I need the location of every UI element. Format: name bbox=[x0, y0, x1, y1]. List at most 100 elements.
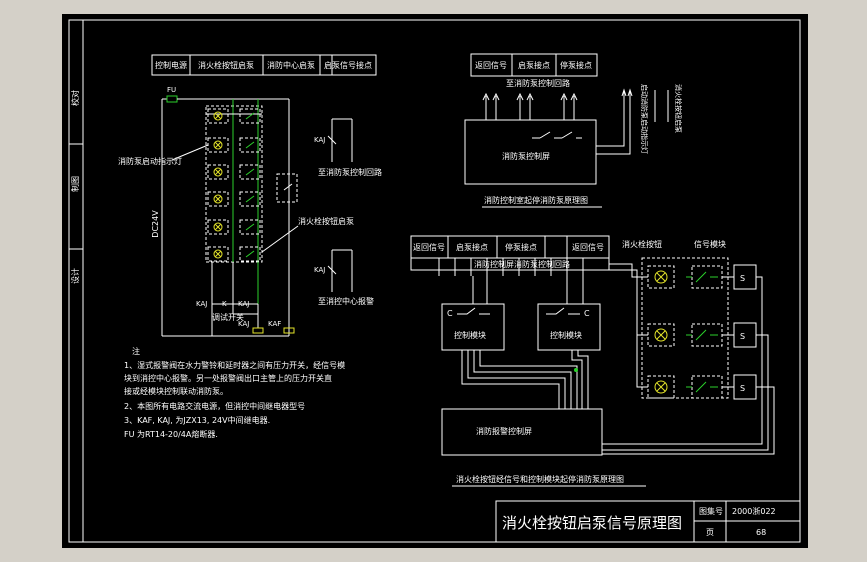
drawing-border bbox=[68, 19, 801, 543]
lamp-leader bbox=[171, 144, 209, 161]
row-4 bbox=[207, 191, 261, 207]
note-line-4: 2、本图所有电路交流电源，但消控中间继电器型号 bbox=[124, 401, 305, 411]
fuse-fu bbox=[166, 95, 178, 103]
c-label-right: C bbox=[584, 309, 590, 318]
rt-bus-label: 至消防泵控制回路 bbox=[506, 78, 570, 88]
vertical-label-indicator: 启动消防泵启动指示灯 bbox=[640, 84, 649, 154]
atlas-value: 2000浙022 bbox=[732, 506, 776, 516]
note-line-6: FU 为RT14-20/4A熔断器. bbox=[124, 429, 218, 439]
s-label-3: S bbox=[740, 384, 745, 393]
alarm-panel-label: 消防报警控制屏 bbox=[476, 426, 532, 436]
module-label-left: 控制模块 bbox=[454, 330, 486, 340]
drawing-title: 消火栓按钮启泵信号原理图 bbox=[502, 514, 682, 532]
page-value: 68 bbox=[756, 528, 766, 537]
drawing-canvas: 校对 制图 设计 控制电源 消火栓按钮启泵 消防中心启泵 启泵信号接点 FU D… bbox=[62, 14, 808, 548]
s-label-1: S bbox=[740, 274, 745, 283]
left-header-signal: 启泵信号接点 bbox=[324, 60, 372, 70]
k-label: K bbox=[222, 300, 227, 308]
module-label-right: 控制模块 bbox=[550, 330, 582, 340]
note-line-3: 接或经模块控制联动消防泵。 bbox=[124, 386, 228, 396]
rt-header-return: 返回信号 bbox=[475, 60, 507, 70]
unit-3: S bbox=[647, 374, 757, 400]
left-header-hydrant: 消火栓按钮启泵 bbox=[198, 60, 254, 70]
row-6 bbox=[207, 246, 261, 262]
row-1 bbox=[207, 108, 261, 124]
button-label: 消火栓按钮启泵 bbox=[298, 216, 354, 226]
left-header-table: 控制电源 消火栓按钮启泵 消防中心启泵 启泵信号接点 bbox=[151, 54, 377, 76]
button-leader bbox=[261, 225, 299, 253]
pump-control-label: 消防泵控制屏 bbox=[502, 151, 550, 161]
row-2 bbox=[207, 137, 261, 153]
hydrant-lamp bbox=[654, 328, 668, 342]
rb-header-start: 启泵接点 bbox=[456, 242, 488, 252]
side-label-draw: 制图 bbox=[70, 176, 80, 192]
indicator-lamp bbox=[213, 222, 223, 232]
kaj-label-c: KAJ bbox=[238, 320, 249, 328]
lamp-button-grid bbox=[205, 99, 263, 304]
aux-contact-box bbox=[276, 173, 298, 203]
row-5 bbox=[207, 219, 261, 235]
voltage-label: DC24V bbox=[151, 210, 160, 238]
kaj-to-center: KAJ 至消控中心报警 bbox=[314, 249, 374, 306]
right-top-arrows bbox=[482, 92, 578, 120]
right-top-header: 返回信号 启泵接点 停泵接点 至消防泵控制回路 bbox=[470, 53, 598, 88]
schematic-drawing: 校对 制图 设计 控制电源 消火栓按钮启泵 消防中心启泵 启泵信号接点 FU D… bbox=[68, 19, 801, 543]
bus-taps bbox=[438, 258, 584, 276]
kaj-label-a: KAJ bbox=[196, 300, 207, 308]
note-line-1: 1、湿式报警阀在水力警铃和延时器之间有压力开关，经信号模 bbox=[124, 360, 345, 370]
alarm-control-panel bbox=[441, 408, 603, 456]
kaj-label-b: KAJ bbox=[238, 300, 249, 308]
right-bottom-caption: 消火栓按钮经信号和控制模块起停消防泵原理图 bbox=[456, 474, 624, 484]
left-header-center: 消防中心启泵 bbox=[267, 60, 315, 70]
relay-coil-kaj bbox=[252, 327, 264, 334]
vertical-label-hydrant: 消火栓按钮启泵 bbox=[674, 84, 683, 133]
fu-label: FU bbox=[167, 86, 176, 94]
kaj-label-e: KAJ bbox=[314, 266, 325, 274]
hydrant-lamp bbox=[654, 270, 668, 284]
hydrant-lamp bbox=[654, 380, 668, 394]
atlas-label: 图集号 bbox=[699, 506, 723, 516]
bus-label: 消防控制屏消防泵控制回路 bbox=[474, 259, 570, 269]
notes-heading: 注 bbox=[132, 346, 140, 356]
bottom-contacts: KAJ K KAJ 调试开关 KAJ KAF bbox=[196, 262, 295, 336]
side-label-design: 设计 bbox=[70, 268, 80, 284]
note-line-2: 块到消控中心报警。另一处报警阀出口主管上的压力开关直 bbox=[124, 373, 332, 383]
right-top-outputs: 启动消防泵启动指示灯 消火栓按钮启泵 bbox=[596, 84, 683, 155]
hydrant-button-label: 消火栓按钮 bbox=[622, 239, 662, 249]
rt-header-stop: 停泵接点 bbox=[560, 60, 592, 70]
right-top-caption: 消防控制室起停消防泵原理图 bbox=[484, 195, 588, 205]
control-module-left: C 控制模块 bbox=[441, 276, 505, 351]
module-to-panel bbox=[461, 350, 589, 409]
rb-header-stop: 停泵接点 bbox=[505, 242, 537, 252]
indicator-lamp bbox=[213, 140, 223, 150]
side-label-check: 校对 bbox=[70, 90, 80, 106]
indicator-lamp bbox=[213, 167, 223, 177]
kaf-label: KAF bbox=[268, 320, 281, 328]
test-switch-label: 调试开关 bbox=[212, 312, 244, 322]
center-label: 至消控中心报警 bbox=[318, 296, 374, 306]
hydrant-units: S S S bbox=[602, 257, 775, 455]
row-3 bbox=[207, 164, 261, 180]
control-loop-label: 至消防泵控制回路 bbox=[318, 167, 382, 177]
indicator-lamp bbox=[213, 111, 223, 121]
rb-header-return: 返回信号 bbox=[413, 242, 445, 252]
notes: 注 1、湿式报警阀在水力警铃和延时器之间有压力开关，经信号模 块到消控中心报警。… bbox=[124, 346, 345, 439]
lamp-label: 消防泵启动指示灯 bbox=[118, 156, 182, 166]
signal-module-label: 信号模块 bbox=[694, 239, 726, 249]
indicator-lamp bbox=[213, 249, 223, 259]
relay-coil-kaf bbox=[283, 327, 295, 334]
title-block: 消火栓按钮启泵信号原理图 图集号 2000浙022 页 68 bbox=[495, 500, 801, 543]
rt-header-start: 启泵接点 bbox=[518, 60, 550, 70]
note-line-5: 3、KAF, KAJ, 为JZX13, 24V中间继电器. bbox=[124, 415, 270, 425]
rb-header-return-2: 返回信号 bbox=[572, 242, 604, 252]
pump-control-panel bbox=[464, 119, 597, 185]
unit-1: S bbox=[647, 264, 757, 290]
c-label-left: C bbox=[447, 309, 453, 318]
kaj-to-pump: KAJ 至消防泵控制回路 bbox=[314, 118, 382, 177]
page-label: 页 bbox=[706, 528, 714, 537]
s-label-2: S bbox=[740, 332, 745, 341]
control-module-right: C 控制模块 bbox=[537, 276, 601, 351]
indicator-lamp bbox=[213, 194, 223, 204]
right-bottom-header: 返回信号 启泵接点 停泵接点 返回信号 bbox=[410, 235, 610, 259]
panel-contact bbox=[532, 131, 582, 139]
